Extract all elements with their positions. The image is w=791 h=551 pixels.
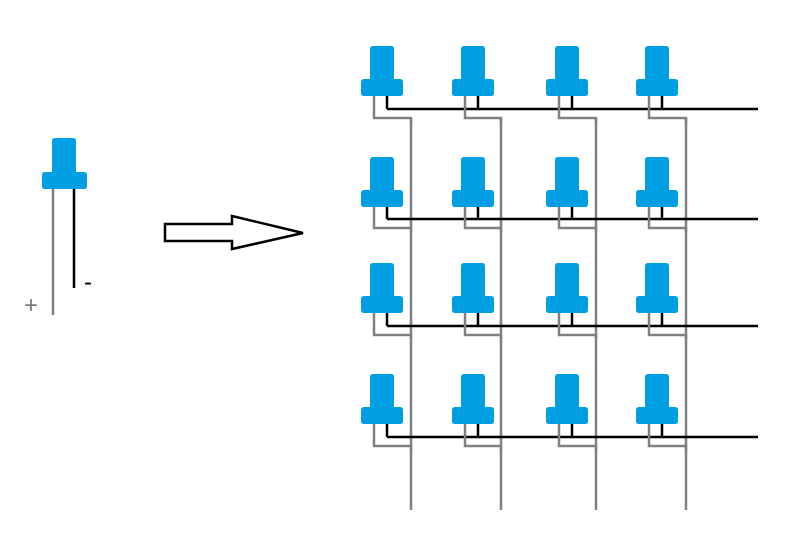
led-icon	[636, 374, 678, 424]
led-icon	[636, 263, 678, 313]
led-icon	[452, 374, 494, 424]
led-icon	[452, 263, 494, 313]
led-anode-lead	[463, 96, 503, 122]
led-anode-lead	[647, 96, 688, 122]
led-icon	[546, 157, 588, 207]
led-icon	[361, 263, 403, 313]
led-anode-lead	[557, 424, 598, 450]
led-icon	[636, 46, 678, 96]
led-anode-lead	[557, 96, 598, 122]
led-icon	[546, 46, 588, 96]
led-anode-lead	[372, 207, 413, 232]
led-icon	[636, 157, 678, 207]
led-anode-lead	[372, 313, 413, 339]
led-anode-lead	[647, 313, 688, 339]
led-icon	[546, 374, 588, 424]
minus-label: -	[84, 269, 92, 296]
led-icon	[546, 263, 588, 313]
led-icon	[452, 46, 494, 96]
led-matrix	[361, 46, 758, 510]
led-anode-lead	[463, 313, 503, 339]
led-anode-lead	[372, 424, 413, 450]
arrow-right-outline-icon	[163, 214, 304, 251]
led-icon	[452, 157, 494, 207]
led-icon	[361, 46, 403, 96]
led-icon	[361, 374, 403, 424]
led-anode-lead	[557, 313, 598, 339]
plus-label: +	[24, 292, 38, 319]
led-icon	[361, 157, 403, 207]
led-anode-lead	[463, 424, 503, 450]
led-anode-lead	[557, 207, 598, 232]
led-anode-lead	[647, 424, 688, 450]
led-icon	[42, 138, 87, 189]
single-led: + -	[24, 138, 92, 319]
led-anode-lead	[463, 207, 503, 232]
led-anode-lead	[647, 207, 688, 232]
led-anode-lead	[372, 96, 413, 122]
